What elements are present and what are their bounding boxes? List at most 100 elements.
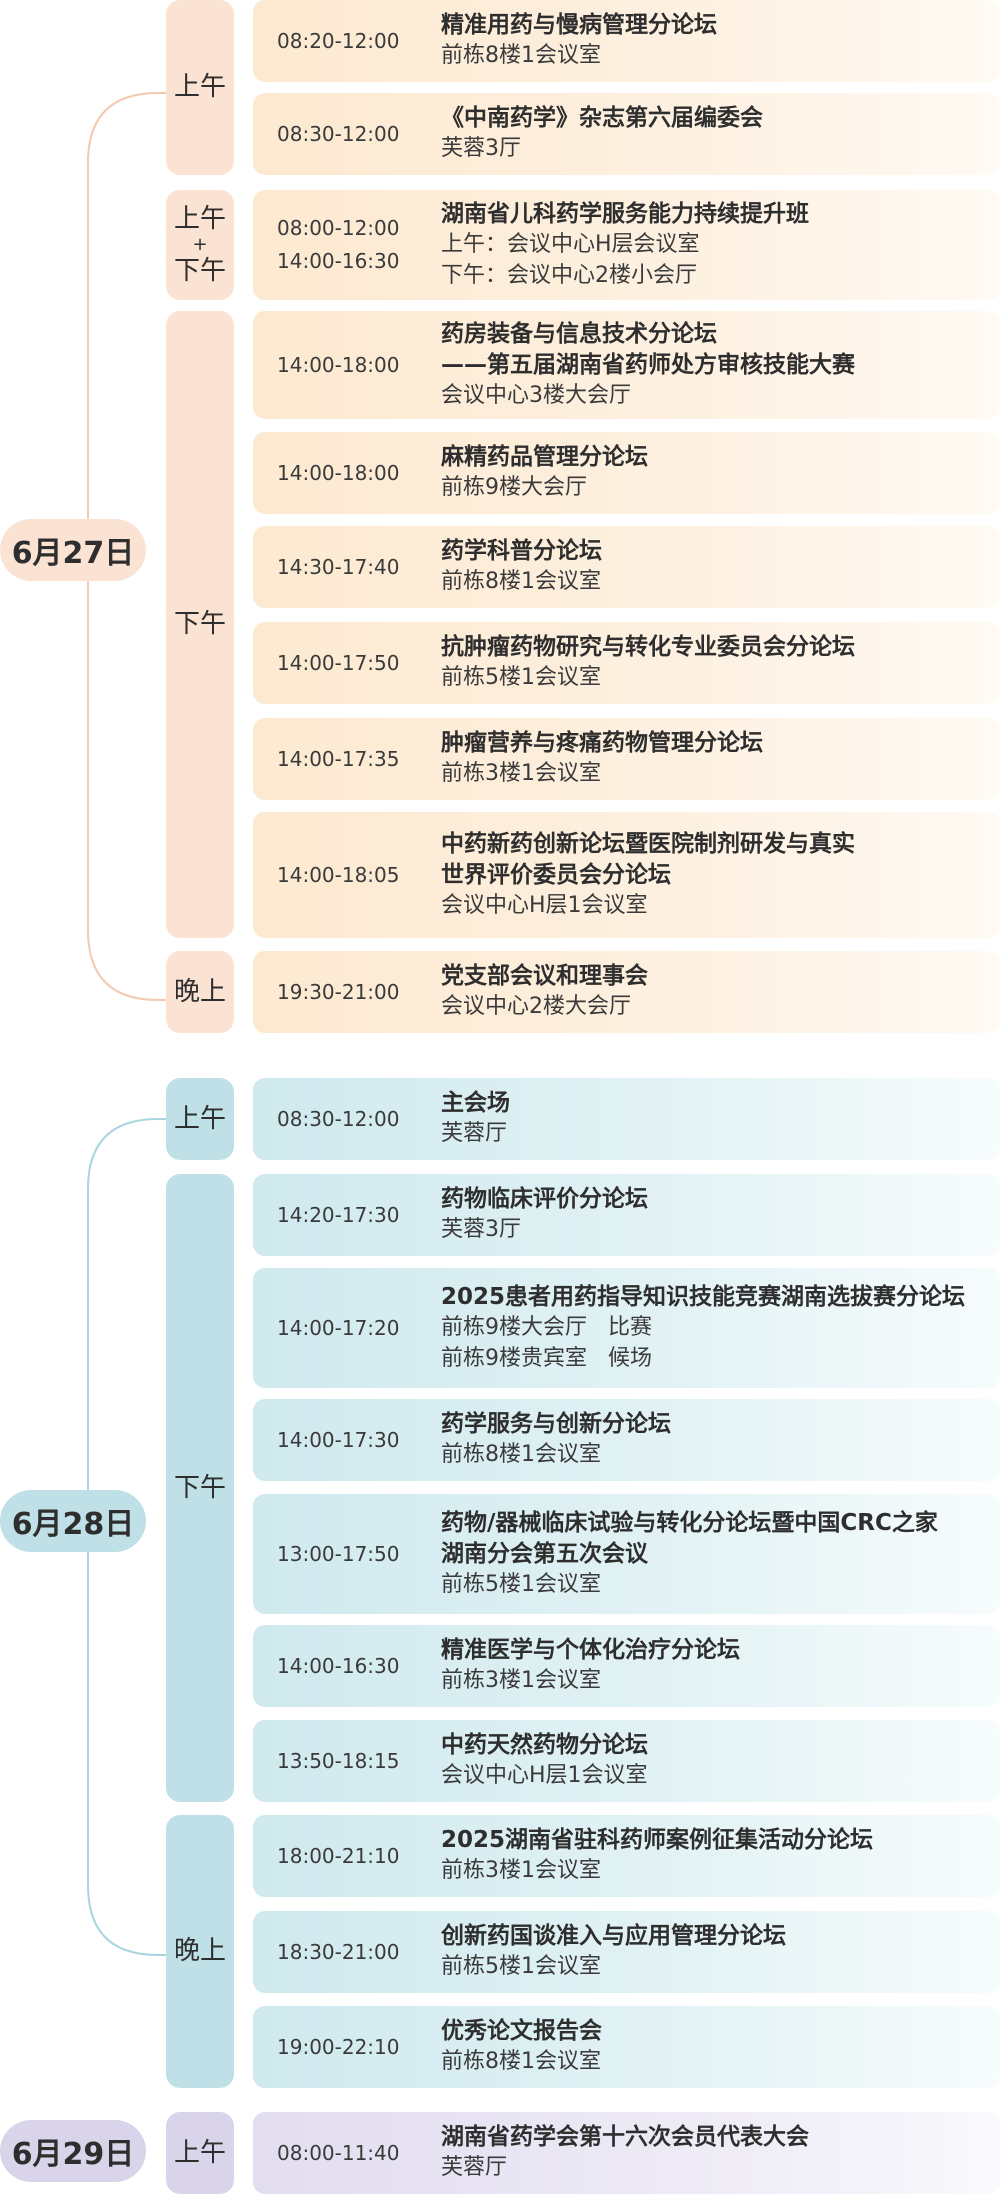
session-time: 08:00-11:40 [253,2137,441,2170]
time-range: 14:00-18:00 [277,460,400,485]
session-info: 精准医学与个体化治疗分论坛前栋3楼1会议室 [441,1635,1000,1696]
period-text: 上午 [173,1103,226,1134]
period-label: 上午+下午 [166,190,234,300]
session-title: 药物/器械临床试验与转化分论坛暨中国CRC之家 [441,1509,938,1536]
session-card[interactable]: 08:30-12:00 《中南药学》杂志第六届编委会芙蓉3厅 [253,93,1000,175]
session-title: 优秀论文报告会 [441,2018,602,2045]
session-time: 18:00-21:10 [253,1840,441,1873]
day-label: 6月29日 [0,2120,146,2182]
session-info: 药物/器械临床试验与转化分论坛暨中国CRC之家湖南分会第五次会议前栋5楼1会议室 [441,1508,1000,1600]
period-text: 晚上 [173,976,226,1007]
session-venue: 会议中心3楼大会厅 [441,382,631,408]
session-title: 《中南药学》杂志第六届编委会 [441,105,763,132]
session-title: 2025患者用药指导知识技能竞赛湖南选拔赛分论坛 [441,1284,966,1311]
time-range: 08:20-12:00 [277,28,400,53]
session-time: 19:00-22:10 [253,2031,441,2064]
session-info: 《中南药学》杂志第六届编委会芙蓉3厅 [441,103,1000,164]
session-venue: 前栋9楼大会厅 比赛 [441,1315,652,1341]
time-range: 13:00-17:50 [277,1541,400,1566]
session-card[interactable]: 08:20-12:00 精准用药与慢病管理分论坛前栋8楼1会议室 [253,0,1000,82]
session-venue: 前栋8楼1会议室 [441,2049,601,2075]
session-title: 党支部会议和理事会 [441,963,648,990]
session-info: 药物临床评价分论坛芙蓉3厅 [441,1184,1000,1245]
session-card[interactable]: 14:00-18:00 麻精药品管理分论坛前栋9楼大会厅 [253,432,1000,514]
session-venue: 会议中心2楼大会厅 [441,994,631,1020]
session-card[interactable]: 14:00-18:00 药房装备与信息技术分论坛——第五届湖南省药师处方审核技能大… [253,311,1000,419]
session-title: ——第五届湖南省药师处方审核技能大赛 [441,351,855,378]
period-text: 上午 [173,72,226,103]
session-venue: 前栋5楼1会议室 [441,1954,601,1980]
session-venue: 前栋9楼大会厅 [441,475,587,501]
session-venue: 芙蓉厅 [441,1121,508,1147]
session-info: 中药天然药物分论坛会议中心H层1会议室 [441,1730,1000,1791]
session-title: 药物临床评价分论坛 [441,1186,648,1213]
session-title: 湖南省儿科药学服务能力持续提升班 [441,201,809,228]
session-time: 14:00-18:05 [253,859,441,892]
session-time: 14:30-17:40 [253,551,441,584]
session-time: 14:20-17:30 [253,1199,441,1232]
day-label: 6月27日 [0,519,146,581]
period-text: 上午 [173,203,226,234]
session-time: 08:30-12:00 [253,1103,441,1136]
session-venue: 前栋8楼1会议室 [441,43,601,69]
time-range: 14:30-17:40 [277,554,400,579]
time-range: 08:00-11:40 [277,2140,400,2165]
session-title: 创新药国谈准入与应用管理分论坛 [441,1923,786,1950]
time-range: 19:30-21:00 [277,979,400,1004]
session-venue: 芙蓉厅 [441,2155,508,2181]
session-title: 精准用药与慢病管理分论坛 [441,12,717,39]
session-info: 肿瘤营养与疼痛药物管理分论坛前栋3楼1会议室 [441,728,1000,789]
session-info: 药房装备与信息技术分论坛——第五届湖南省药师处方审核技能大赛会议中心3楼大会厅 [441,319,1000,411]
session-info: 2025湖南省驻科药师案例征集活动分论坛前栋3楼1会议室 [441,1825,1000,1886]
session-time: 13:00-17:50 [253,1538,441,1571]
session-info: 优秀论文报告会前栋8楼1会议室 [441,2016,1000,2077]
session-time: 14:00-18:00 [253,457,441,490]
session-venue: 前栋9楼贵宾室 候场 [441,1345,652,1371]
session-time: 18:30-21:00 [253,1936,441,1969]
session-venue: 前栋3楼1会议室 [441,761,601,787]
session-info: 2025患者用药指导知识技能竞赛湖南选拔赛分论坛前栋9楼大会厅 比赛前栋9楼贵宾… [441,1282,1000,1374]
session-time: 14:00-17:20 [253,1312,441,1345]
session-card[interactable]: 13:00-17:50 药物/器械临床试验与转化分论坛暨中国CRC之家湖南分会第五… [253,1494,1000,1614]
session-info: 麻精药品管理分论坛前栋9楼大会厅 [441,442,1000,503]
session-title: 精准医学与个体化治疗分论坛 [441,1637,740,1664]
time-range: 14:00-16:30 [277,249,400,273]
session-title: 肿瘤营养与疼痛药物管理分论坛 [441,730,763,757]
session-time: 14:00-17:35 [253,743,441,776]
session-card[interactable]: 14:20-17:30 药物临床评价分论坛芙蓉3厅 [253,1174,1000,1256]
time-range: 14:00-18:00 [277,352,400,377]
session-info: 抗肿瘤药物研究与转化专业委员会分论坛前栋5楼1会议室 [441,632,1000,693]
session-info: 湖南省儿科药学服务能力持续提升班上午：会议中心H层会议室下午：会议中心2楼小会厅 [441,199,1000,291]
time-range: 08:30-12:00 [277,121,400,146]
time-range: 14:20-17:30 [277,1202,400,1227]
session-info: 党支部会议和理事会会议中心2楼大会厅 [441,961,1000,1022]
time-range: 14:00-18:05 [277,862,400,887]
session-info: 药学服务与创新分论坛前栋8楼1会议室 [441,1409,1000,1470]
session-title: 中药天然药物分论坛 [441,1732,648,1759]
period-text: 下午 [173,1472,226,1503]
session-venue: 会议中心H层1会议室 [441,1763,648,1789]
session-title: 2025湖南省驻科药师案例征集活动分论坛 [441,1827,874,1854]
period-label: 上午 [166,1078,234,1160]
session-venue: 芙蓉3厅 [441,136,521,162]
session-card[interactable]: 19:30-21:00 党支部会议和理事会会议中心2楼大会厅 [253,951,1000,1033]
period-label: 晚上 [166,951,234,1033]
session-venue: 前栋5楼1会议室 [441,1571,601,1597]
period-text: 下午 [173,609,226,640]
period-text: 上午 [173,2137,226,2168]
